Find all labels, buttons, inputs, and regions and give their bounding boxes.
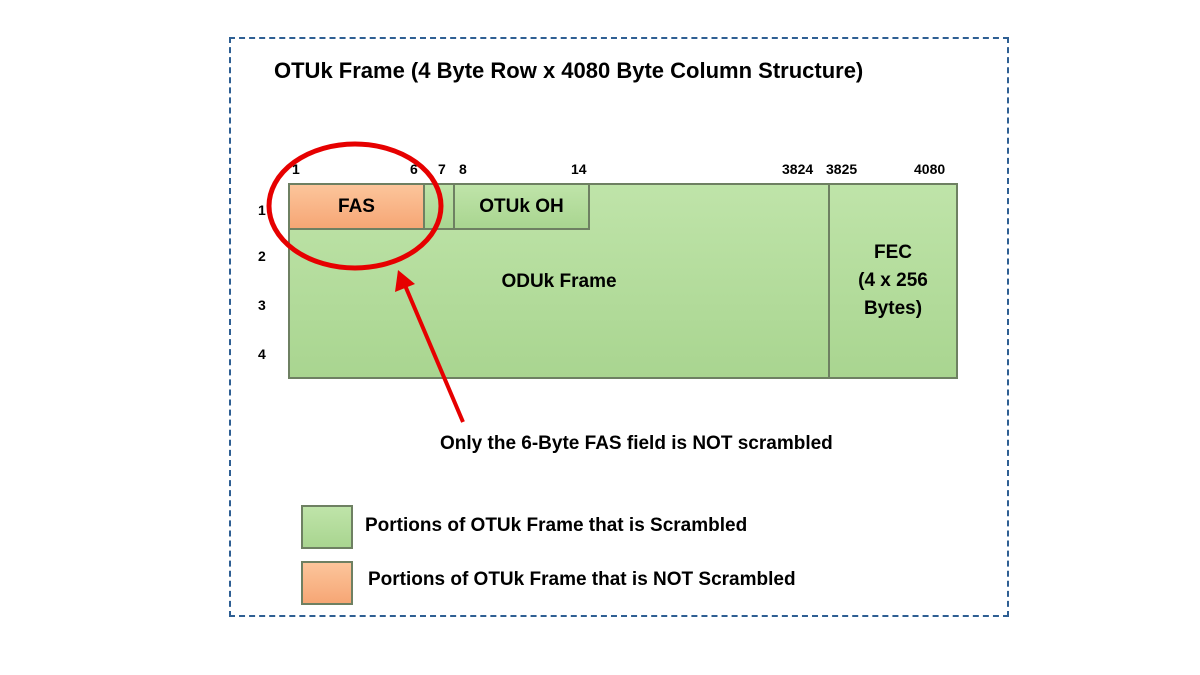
fec-label-line3: Bytes)	[863, 298, 923, 319]
column-number: 1	[292, 161, 300, 177]
otuk-oh-block: OTUk OH	[453, 183, 590, 230]
fas-block: FAS	[288, 183, 425, 230]
row-number: 1	[258, 202, 266, 218]
oduk-frame-label: ODUk Frame	[501, 271, 617, 292]
arrow-shaft	[402, 282, 465, 423]
column-number: 3824	[782, 161, 814, 177]
diagram-title: OTUk Frame (4 Byte Row x 4080 Byte Colum…	[274, 58, 864, 83]
annotation-text: Only the 6-Byte FAS field is NOT scrambl…	[440, 433, 833, 454]
legend-label-scrambled: Portions of OTUk Frame that is Scrambled	[365, 515, 748, 536]
fec-block: FEC (4 x 256 Bytes)	[828, 183, 958, 379]
column-number: 7	[438, 161, 446, 177]
diagram-border	[229, 37, 1009, 617]
legend-swatch-scrambled	[301, 505, 353, 549]
column-number: 14	[571, 161, 587, 177]
fec-label-line1: FEC	[874, 242, 912, 263]
otuk-oh-label: OTUk OH	[479, 195, 564, 217]
highlight-circle	[266, 141, 444, 271]
row-number: 2	[258, 248, 266, 264]
legend-label-not-scrambled: Portions of OTUk Frame that is NOT Scram…	[368, 569, 796, 590]
row-number: 4	[258, 346, 266, 362]
arrow-head	[395, 270, 415, 292]
column-number: 8	[459, 161, 467, 177]
column-number: 3825	[826, 161, 858, 177]
fec-label-line2: (4 x 256	[858, 270, 928, 291]
row-number: 3	[258, 297, 266, 313]
legend-swatch-not-scrambled	[301, 561, 353, 605]
fas-label: FAS	[338, 195, 375, 217]
column-number: 4080	[914, 161, 946, 177]
column-number: 6	[410, 161, 418, 177]
